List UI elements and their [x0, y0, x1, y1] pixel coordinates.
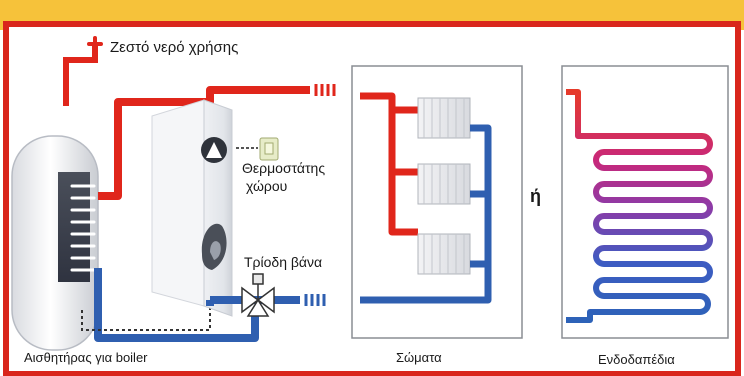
cold-pipe-break — [304, 294, 326, 306]
three-way-valve-icon — [241, 273, 275, 317]
room-thermostat-icon — [236, 137, 279, 161]
radiator-3 — [417, 233, 471, 275]
heat-pump-unit — [151, 99, 233, 317]
radiator-2 — [417, 163, 471, 205]
thermostat-label-line2: χώρου — [246, 178, 288, 194]
three-way-valve-label: Τρίοδη βάνα — [244, 254, 323, 270]
or-label: ή — [530, 186, 541, 206]
hot-water-tap-icon — [63, 36, 103, 106]
radiators-label: Σώματα — [396, 350, 442, 365]
thermostat-label-line1: Θερμοστάτης — [242, 160, 326, 176]
hot-water-label: Ζεστό νερό χρήσης — [110, 39, 239, 56]
underfloor-module — [561, 65, 729, 339]
underfloor-coil — [566, 89, 713, 323]
hot-pipe-to-heat-pump — [98, 86, 310, 200]
boiler-sensor-label: Αισθητήρας για boiler — [24, 350, 148, 365]
radiator-1 — [417, 97, 471, 139]
underfloor-label: Ενδοδαπέδια — [598, 352, 675, 367]
hot-pipe-break — [314, 84, 336, 96]
cold-pipe-from-boiler — [94, 268, 259, 342]
boiler-tank — [11, 135, 99, 351]
sensor-dotted-line — [81, 300, 211, 331]
radiators-module — [351, 65, 523, 339]
